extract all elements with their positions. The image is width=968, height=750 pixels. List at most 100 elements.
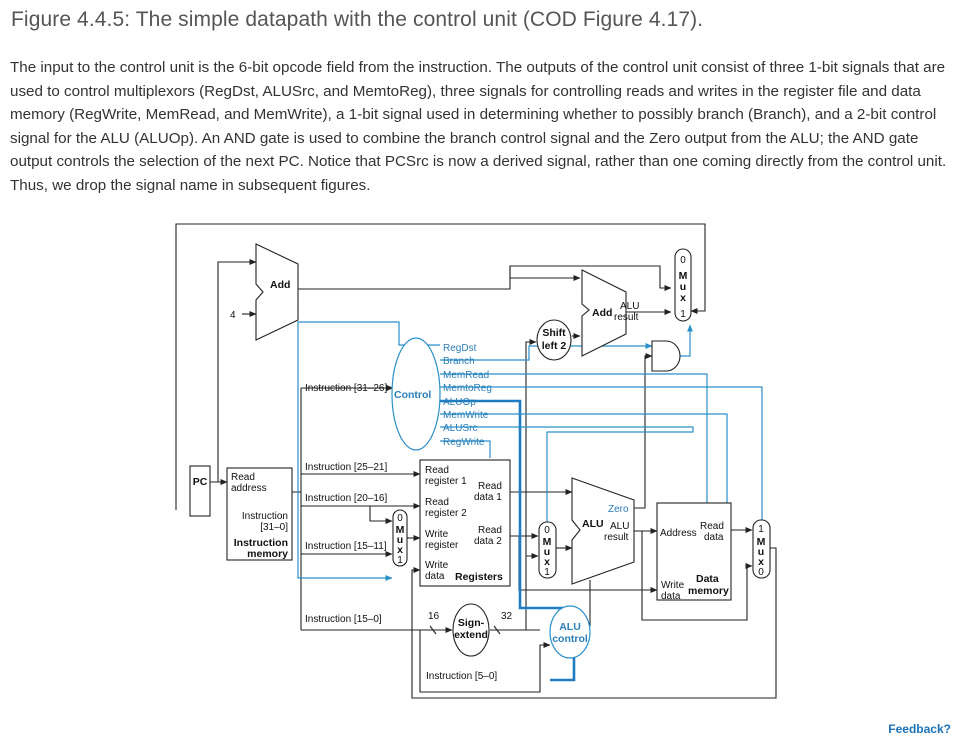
register-file: Read register 1 Read data 1 Read registe… bbox=[419, 459, 511, 587]
svg-text:Instruction: Instruction bbox=[242, 511, 288, 522]
alu-control: ALU control bbox=[549, 605, 591, 659]
and-gate bbox=[651, 340, 681, 372]
svg-text:Zero: Zero bbox=[608, 504, 629, 515]
svg-text:1: 1 bbox=[544, 567, 550, 578]
svg-text:0: 0 bbox=[758, 567, 764, 578]
svg-text:x: x bbox=[397, 544, 403, 556]
svg-text:1: 1 bbox=[397, 555, 403, 566]
pc-adder: Add bbox=[255, 243, 299, 341]
signal-memread: MemRead bbox=[443, 370, 489, 381]
svg-text:M: M bbox=[679, 270, 688, 282]
sign-extend: Sign- extend 16 32 bbox=[428, 603, 513, 657]
svg-text:u: u bbox=[680, 281, 686, 293]
signal-memtoreg: MemtoReg bbox=[443, 383, 492, 394]
svg-text:x: x bbox=[680, 292, 686, 304]
svg-text:Add: Add bbox=[592, 307, 612, 319]
svg-text:Instruction: Instruction bbox=[234, 537, 288, 549]
svg-text:Data: Data bbox=[696, 573, 719, 585]
svg-text:Read: Read bbox=[700, 521, 724, 532]
signal-regwrite: RegWrite bbox=[443, 437, 485, 448]
svg-text:Shift: Shift bbox=[542, 327, 566, 339]
figure-caption: The input to the control unit is the 6-b… bbox=[10, 59, 947, 194]
svg-text:x: x bbox=[544, 556, 550, 568]
svg-text:address: address bbox=[231, 483, 267, 494]
svg-text:Instruction [15–0]: Instruction [15–0] bbox=[305, 614, 382, 625]
svg-text:Instruction [5–0]: Instruction [5–0] bbox=[426, 671, 497, 682]
svg-text:Instruction [25–21]: Instruction [25–21] bbox=[305, 462, 387, 473]
svg-text:memory: memory bbox=[247, 548, 288, 560]
control-signal-labels: RegDst Branch MemRead MemtoReg ALUOp Mem… bbox=[443, 343, 492, 448]
svg-text:data: data bbox=[425, 571, 445, 582]
svg-text:ALU: ALU bbox=[559, 621, 581, 633]
signal-alusrc: ALUSrc bbox=[443, 423, 477, 434]
svg-text:data 1: data 1 bbox=[474, 492, 502, 503]
svg-text:ALU: ALU bbox=[610, 521, 629, 532]
svg-text:M: M bbox=[396, 524, 405, 536]
svg-text:extend: extend bbox=[454, 629, 488, 641]
control-unit: Control bbox=[391, 337, 441, 451]
svg-text:Control: Control bbox=[394, 389, 431, 401]
svg-text:Address: Address bbox=[660, 528, 697, 539]
svg-text:Write: Write bbox=[661, 580, 685, 591]
svg-text:Read: Read bbox=[425, 465, 449, 476]
svg-text:u: u bbox=[758, 546, 764, 558]
pc-register: PC bbox=[189, 465, 211, 517]
svg-text:result: result bbox=[614, 312, 639, 323]
svg-text:PC: PC bbox=[193, 476, 208, 488]
svg-text:x: x bbox=[758, 556, 764, 568]
svg-text:u: u bbox=[397, 534, 403, 546]
signal-memwrite: MemWrite bbox=[443, 410, 489, 421]
svg-text:32: 32 bbox=[501, 611, 513, 622]
svg-text:Sign-: Sign- bbox=[458, 617, 485, 629]
svg-text:1: 1 bbox=[680, 309, 686, 320]
pc-source-mux: 0 M u x 1 bbox=[674, 248, 692, 322]
svg-text:Read: Read bbox=[478, 481, 502, 492]
svg-text:0: 0 bbox=[544, 525, 550, 536]
svg-text:Write: Write bbox=[425, 529, 449, 540]
svg-text:data: data bbox=[704, 532, 724, 543]
alu: Zero ALU ALU result bbox=[571, 477, 635, 585]
svg-text:register: register bbox=[425, 540, 459, 551]
data-memory: Address Read data Write data Data memory bbox=[656, 502, 732, 602]
svg-text:Registers: Registers bbox=[455, 571, 503, 583]
signal-aluop: ALUOp bbox=[443, 397, 476, 408]
svg-text:control: control bbox=[552, 633, 588, 645]
svg-text:data: data bbox=[661, 591, 681, 602]
memtoreg-mux: 1 M u x 0 bbox=[752, 519, 771, 579]
figure-title: Figure 4.4.5: The simple datapath with t… bbox=[11, 8, 704, 31]
svg-text:memory: memory bbox=[688, 585, 729, 597]
svg-text:left 2: left 2 bbox=[542, 340, 567, 352]
branch-adder: Add ALU result bbox=[581, 269, 639, 357]
svg-text:Instruction [15–11]: Instruction [15–11] bbox=[305, 541, 387, 552]
svg-text:data 2: data 2 bbox=[474, 536, 502, 547]
svg-text:ALU: ALU bbox=[620, 301, 639, 312]
shift-left-2: Shift left 2 bbox=[536, 319, 572, 361]
svg-text:register 1: register 1 bbox=[425, 476, 467, 487]
instruction-field-labels: Instruction [31–26] Instruction [25–21] … bbox=[305, 383, 497, 682]
svg-text:Read: Read bbox=[478, 525, 502, 536]
svg-text:0: 0 bbox=[397, 513, 403, 524]
signal-branch: Branch bbox=[443, 356, 475, 367]
svg-text:Add: Add bbox=[270, 279, 290, 291]
datapath-wires bbox=[175, 223, 777, 699]
regdst-mux: 0 M u x 1 bbox=[392, 509, 408, 567]
svg-text:16: 16 bbox=[428, 611, 440, 622]
svg-text:ALU: ALU bbox=[582, 518, 604, 530]
constant-four: 4 bbox=[230, 310, 236, 321]
svg-text:M: M bbox=[757, 536, 766, 548]
svg-text:0: 0 bbox=[680, 255, 686, 266]
svg-text:Read: Read bbox=[425, 497, 449, 508]
svg-text:[31–0]: [31–0] bbox=[260, 522, 288, 533]
svg-text:Write: Write bbox=[425, 560, 449, 571]
svg-text:Instruction [31–26]: Instruction [31–26] bbox=[305, 383, 387, 394]
feedback-link[interactable]: Feedback? bbox=[888, 722, 951, 736]
alusrc-mux: 0 M u x 1 bbox=[538, 521, 557, 579]
svg-text:u: u bbox=[544, 546, 550, 558]
instruction-memory: Read address Instruction [31–0] Instruct… bbox=[226, 467, 293, 561]
svg-text:Read: Read bbox=[231, 472, 255, 483]
svg-text:result: result bbox=[604, 532, 629, 543]
svg-text:register 2: register 2 bbox=[425, 508, 467, 519]
signal-regdst: RegDst bbox=[443, 343, 477, 354]
svg-text:M: M bbox=[543, 536, 552, 548]
